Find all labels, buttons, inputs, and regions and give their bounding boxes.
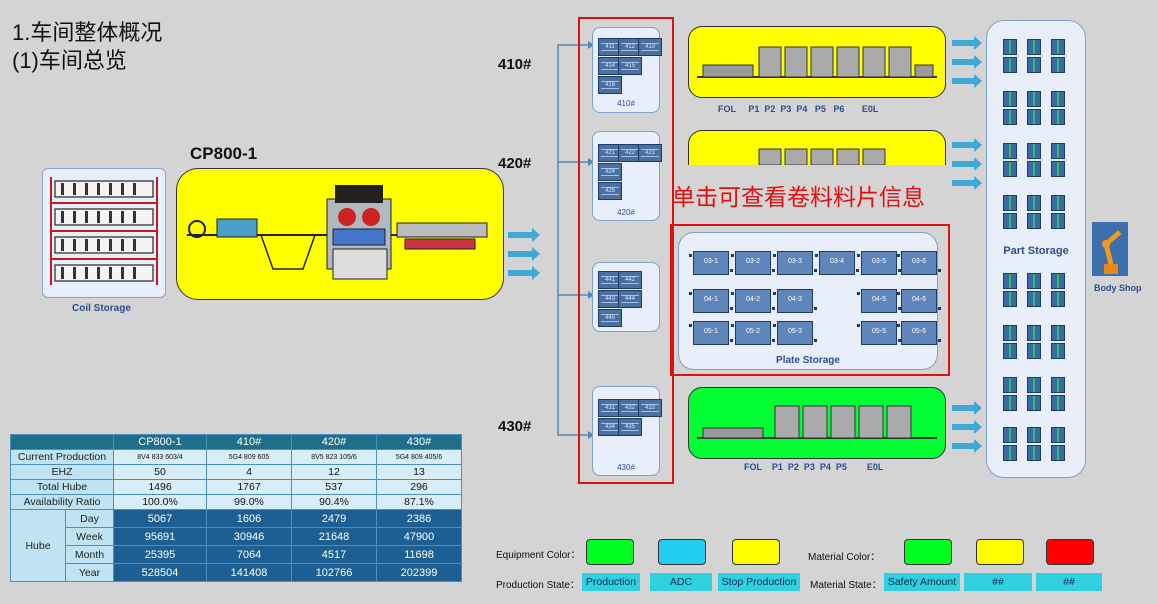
- flow-arrow: [952, 55, 982, 69]
- state-production: Production: [582, 573, 640, 591]
- flow-arrow: [508, 247, 540, 261]
- line-connector: [557, 41, 594, 439]
- state-stop-production: Stop Production: [718, 573, 800, 591]
- press-line-icon: [758, 148, 886, 166]
- legend-cyan-box: [658, 539, 706, 565]
- flow-arrow: [952, 138, 982, 152]
- production-state-label: Production State：: [496, 580, 580, 591]
- flow-arrow: [952, 420, 982, 434]
- cp800-label: CP800-1: [190, 144, 258, 163]
- line-430-panel[interactable]: [688, 387, 946, 459]
- state-adc: ADC: [650, 573, 712, 591]
- stations-410: FOL P1 P2 P3 P4 P5 P6 E0L: [718, 104, 879, 114]
- part-storage[interactable]: Part Storage: [986, 20, 1086, 478]
- line-410-label: 410#: [498, 56, 532, 73]
- plate-storage-label: Plate Storage: [776, 355, 840, 366]
- mstate-3: ##: [1036, 573, 1102, 591]
- rack-highlight-frame: [578, 17, 674, 484]
- part-storage-label: Part Storage: [1003, 245, 1069, 257]
- section-subtitle: (1)车间总览: [12, 48, 127, 73]
- click-hint-tooltip: 单击可查看卷料料片信息: [672, 184, 925, 210]
- cp800-press-line[interactable]: [176, 168, 504, 300]
- body-shop-label: Body Shop: [1094, 283, 1142, 293]
- line-430-label: 430#: [498, 418, 532, 435]
- flow-arrow: [952, 176, 982, 190]
- flow-arrow: [952, 36, 982, 50]
- production-stats-table: CP800-1 410# 420# 430# Current Productio…: [10, 434, 462, 582]
- flow-arrow: [508, 228, 540, 242]
- plate-storage[interactable]: 03-1 03-2 03-3 03-4 03-5 03-6 04-1 04-2 …: [678, 232, 941, 370]
- material-yellow-box: [976, 539, 1024, 565]
- press-line-icon: [697, 405, 937, 439]
- press-line-icon: [697, 46, 937, 78]
- rack-420[interactable]: 421 422 423 424 425 420#: [592, 131, 662, 221]
- stations-430: FOL P1 P2 P3 P4 P5 E0L: [744, 462, 884, 472]
- press-machine-icon: [187, 185, 488, 280]
- plate-highlight-frame: [670, 224, 950, 376]
- flow-arrow: [952, 401, 982, 415]
- rack-label: 420#: [617, 208, 635, 217]
- material-red-box: [1046, 539, 1094, 565]
- legend-yellow-box: [732, 539, 780, 565]
- line-410-panel[interactable]: [688, 26, 946, 98]
- coil-rack-icon: [50, 177, 158, 285]
- coil-storage[interactable]: [42, 168, 166, 298]
- rack-label: 410#: [617, 99, 635, 108]
- robot-arm-icon: [1092, 222, 1128, 276]
- line-420-label: 420#: [498, 155, 532, 172]
- rack-410[interactable]: 411 412 413 414 415 416 410#: [592, 27, 662, 113]
- flow-arrow: [952, 74, 982, 88]
- flow-arrow: [952, 439, 982, 453]
- material-state-label: Material State：: [810, 580, 882, 591]
- flow-arrow: [952, 157, 982, 171]
- equipment-color-label: Equipment Color：: [496, 550, 581, 561]
- legend-green-box: [586, 539, 634, 565]
- mstate-2: ##: [964, 573, 1032, 591]
- rack-label: 430#: [617, 463, 635, 472]
- material-color-label: Material Color：: [808, 552, 881, 563]
- coil-storage-label: Coil Storage: [72, 303, 131, 314]
- flow-arrow: [508, 266, 540, 280]
- section-title: 1.车间整体概况: [12, 20, 163, 45]
- line-420-panel[interactable]: [688, 130, 946, 166]
- rack-unlabeled[interactable]: 441 442 443 444 445: [592, 262, 660, 332]
- material-green-box: [904, 539, 952, 565]
- rack-430[interactable]: 431 432 433 434 435 430#: [592, 386, 662, 476]
- mstate-safety-amount: Safety Amount: [884, 573, 960, 591]
